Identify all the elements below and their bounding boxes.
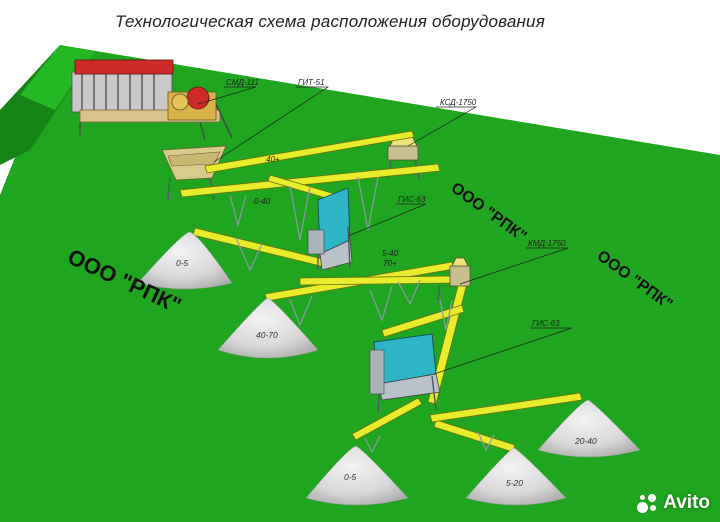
stockpiles <box>137 231 641 506</box>
label-cone-crusher-1: КСД-1750 <box>440 98 477 107</box>
label-grizzly: ГИТ-51 <box>298 78 325 87</box>
pile-20-40 <box>537 399 641 458</box>
conveyor-0-40 <box>179 163 441 198</box>
avito-brand-text: Avito <box>663 492 710 513</box>
jaw-crusher <box>167 86 233 139</box>
conveyors <box>179 130 583 453</box>
conveyor-40plus <box>204 130 415 174</box>
support-trusses <box>229 176 495 454</box>
conveyor-label-70plus: 70+ <box>383 259 397 268</box>
cone-crusher-2 <box>437 257 471 301</box>
pile-label-40-70: 40-70 <box>256 330 278 340</box>
label-feeder: СМД-111 <box>226 78 259 87</box>
conveyor-screen1-out <box>192 227 336 270</box>
pile-5-20 <box>465 447 567 506</box>
avito-logo-icon <box>637 492 659 514</box>
conveyor-20-40 <box>429 392 583 423</box>
pile-40-70 <box>217 297 319 359</box>
pile-label-5-20: 5-20 <box>506 478 523 488</box>
conveyor-to-screen2 <box>381 304 465 338</box>
diagram-title: Технологическая схема расположения обору… <box>115 12 545 31</box>
label-screen-1: ГИС-63 <box>398 195 426 204</box>
label-screen-2: ГИС-63 <box>532 319 560 328</box>
vibrating-screen-2 <box>369 333 441 413</box>
vibrating-screen-1 <box>307 187 353 271</box>
avito-watermark: Avito <box>637 492 710 514</box>
pile-0-5-bottom <box>305 445 409 506</box>
pile-0-5-left <box>137 231 233 290</box>
conveyor-label-5-40: 5-40 <box>382 249 399 258</box>
pile-label-0-5-left: 0-5 <box>176 258 189 268</box>
label-cone-crusher-2: КМД-1750 <box>528 239 566 248</box>
conveyor-label-0-40: 0-40 <box>254 197 271 206</box>
conveyor-label-40plus: 40+ <box>266 155 280 164</box>
callout-lines <box>197 86 573 375</box>
pile-label-20-40: 20-40 <box>574 436 597 446</box>
conveyor-0-5 <box>351 397 423 441</box>
feeder-unit <box>71 59 221 141</box>
conveyor-70plus <box>299 275 455 286</box>
pile-label-0-5-bottom: 0-5 <box>344 472 357 482</box>
